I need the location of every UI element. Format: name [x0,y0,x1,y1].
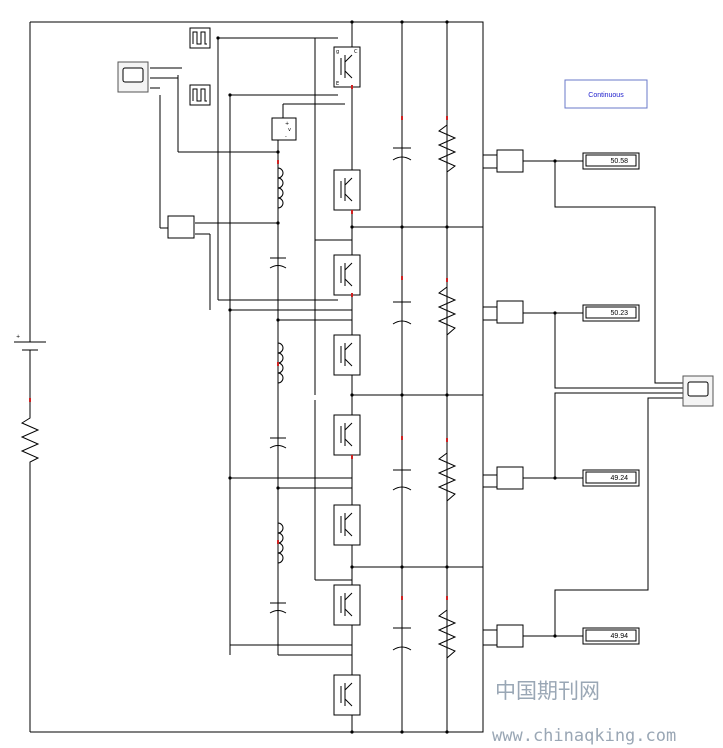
watermark-url: www.chinaqking.com [492,726,676,746]
display-4-value: 49.94 [610,633,628,640]
display-2-value: 50.23 [610,310,628,317]
igbt-gate-label: g [336,49,339,55]
dc-source-plus-label: + [16,334,20,340]
igbt-3[interactable] [333,254,361,296]
outer-wires [29,21,683,733]
load-resistor-left [20,400,40,470]
vsensor-plus: + [285,121,289,127]
port-markers [29,85,448,600]
scope-right[interactable] [682,375,714,407]
igbt-4[interactable] [333,334,361,376]
scope-left[interactable] [117,61,149,93]
junction-dots [216,20,557,734]
output-capacitors [392,147,412,651]
igbt-8[interactable] [333,674,361,716]
dc-voltage-source: + [14,334,46,368]
display-3-value: 49.24 [610,475,628,482]
powergui-block[interactable]: Continuous [564,79,648,109]
powergui-label: Continuous [588,92,624,99]
igbt-6[interactable] [333,504,361,546]
watermark-cn: 中国期刊网 [495,679,600,703]
pulse-generator-2[interactable] [189,84,211,106]
vsensor-minus: - [285,134,287,140]
igbt-5[interactable] [333,414,361,456]
vsensor-out: v [288,127,291,133]
left-capacitors [269,257,287,614]
voltage-sensor-out-4[interactable] [496,624,524,648]
igbt-7[interactable] [333,584,361,626]
igbt-switches[interactable] [333,46,361,716]
voltage-sensor-left-1[interactable]: + v - [271,117,297,141]
display-2[interactable]: 50.23 [582,304,640,322]
display-3[interactable]: 49.24 [582,469,640,487]
output-resistors [437,124,457,659]
voltage-sensor-left-2[interactable] [167,215,195,239]
igbt-emitter-label: E [336,81,339,87]
pulse-generator-1[interactable] [189,27,211,49]
display-4[interactable]: 49.94 [582,627,640,645]
voltage-sensor-out-3[interactable] [496,466,524,490]
igbt-2[interactable] [333,169,361,211]
igbt-1[interactable] [333,46,361,88]
display-1[interactable]: 50.58 [582,152,640,170]
voltage-sensor-out-2[interactable] [496,300,524,324]
igbt-collector-label: C [354,49,358,55]
inductor-1 [277,167,284,209]
voltage-sensor-out-1[interactable] [496,149,524,173]
display-1-value: 50.58 [610,158,628,165]
